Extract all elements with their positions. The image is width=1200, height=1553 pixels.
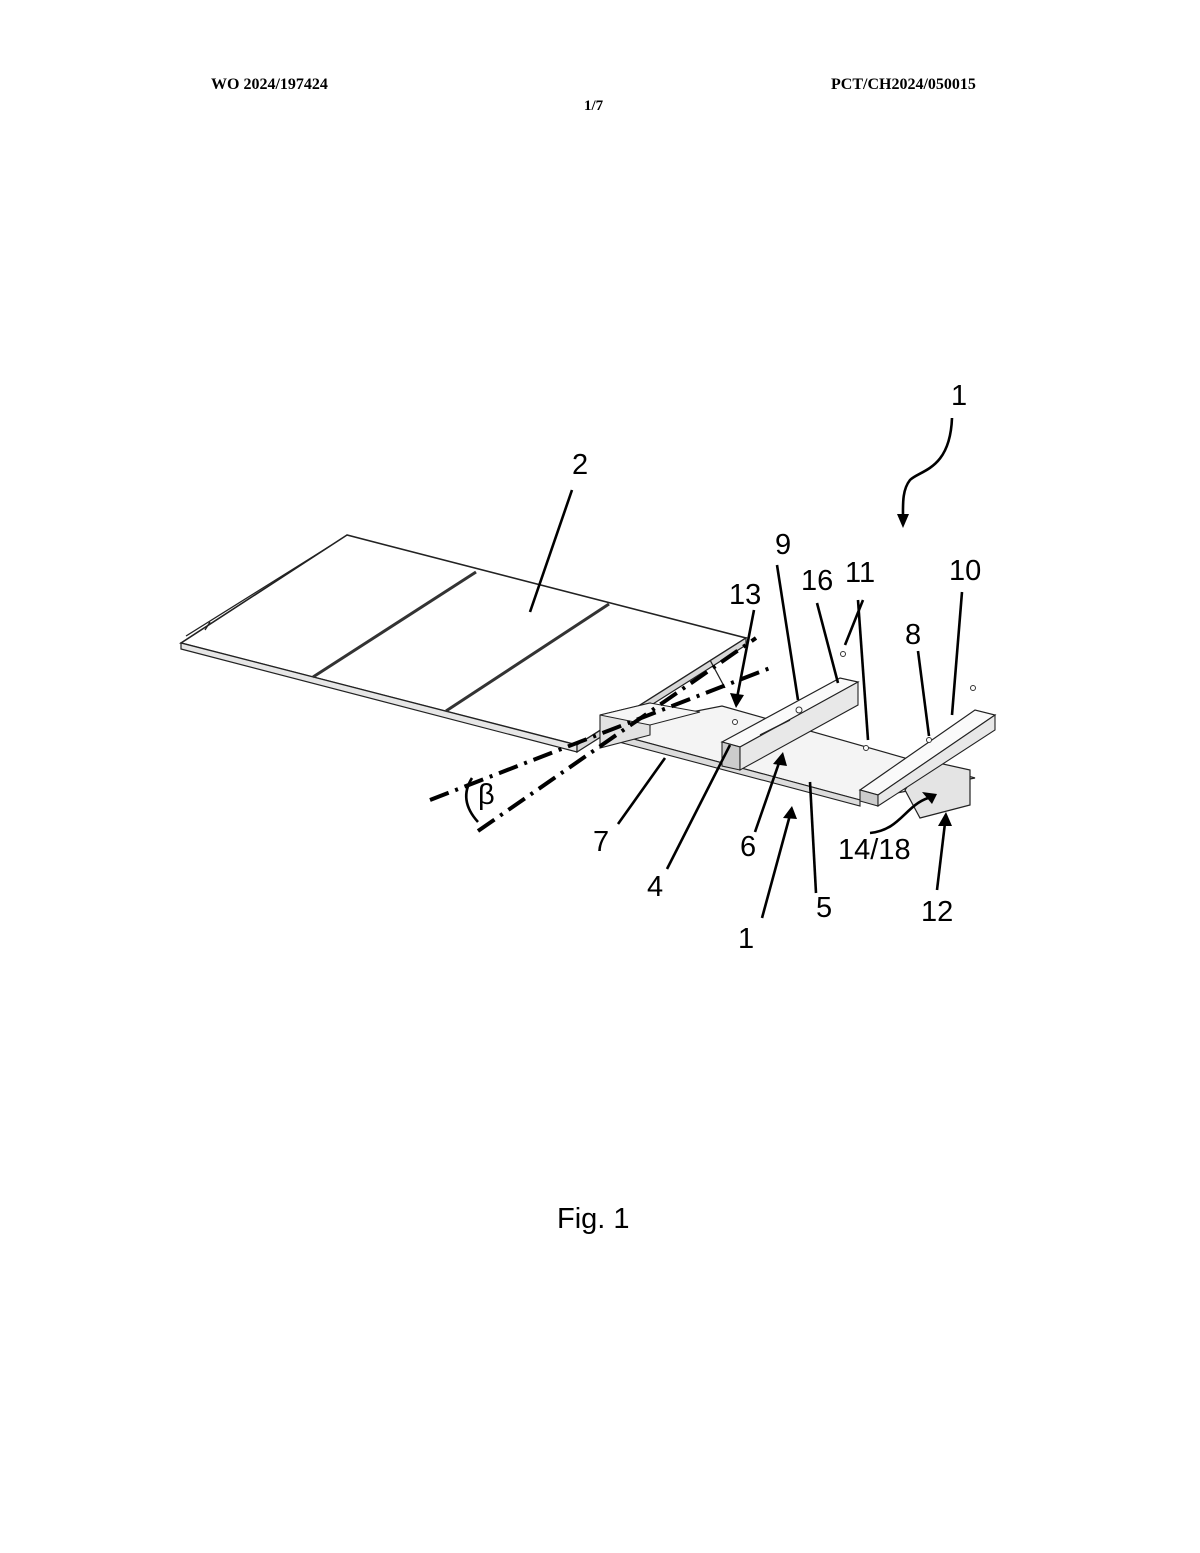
ref-numeral: 14/18	[838, 834, 911, 866]
ref-numeral: 2	[572, 449, 588, 481]
ref-numeral: 7	[593, 826, 609, 858]
ref-numeral: 10	[949, 555, 981, 587]
angle-symbol: β	[478, 779, 495, 811]
ref-numeral: 6	[740, 831, 756, 863]
ref-numeral: 16	[801, 565, 833, 597]
ref-numeral: 1	[738, 923, 754, 955]
ref-numeral: 11	[845, 557, 875, 589]
ref-numeral: 12	[921, 896, 953, 928]
ref-numeral: 1	[951, 380, 967, 412]
figure-caption: Fig. 1	[557, 1203, 630, 1235]
ref-numeral: 8	[905, 619, 921, 651]
ref-numeral: 9	[775, 529, 791, 561]
ref-numeral: 13	[729, 579, 761, 611]
ref-numeral: 4	[647, 871, 663, 903]
ref-numeral: 5	[816, 892, 832, 924]
